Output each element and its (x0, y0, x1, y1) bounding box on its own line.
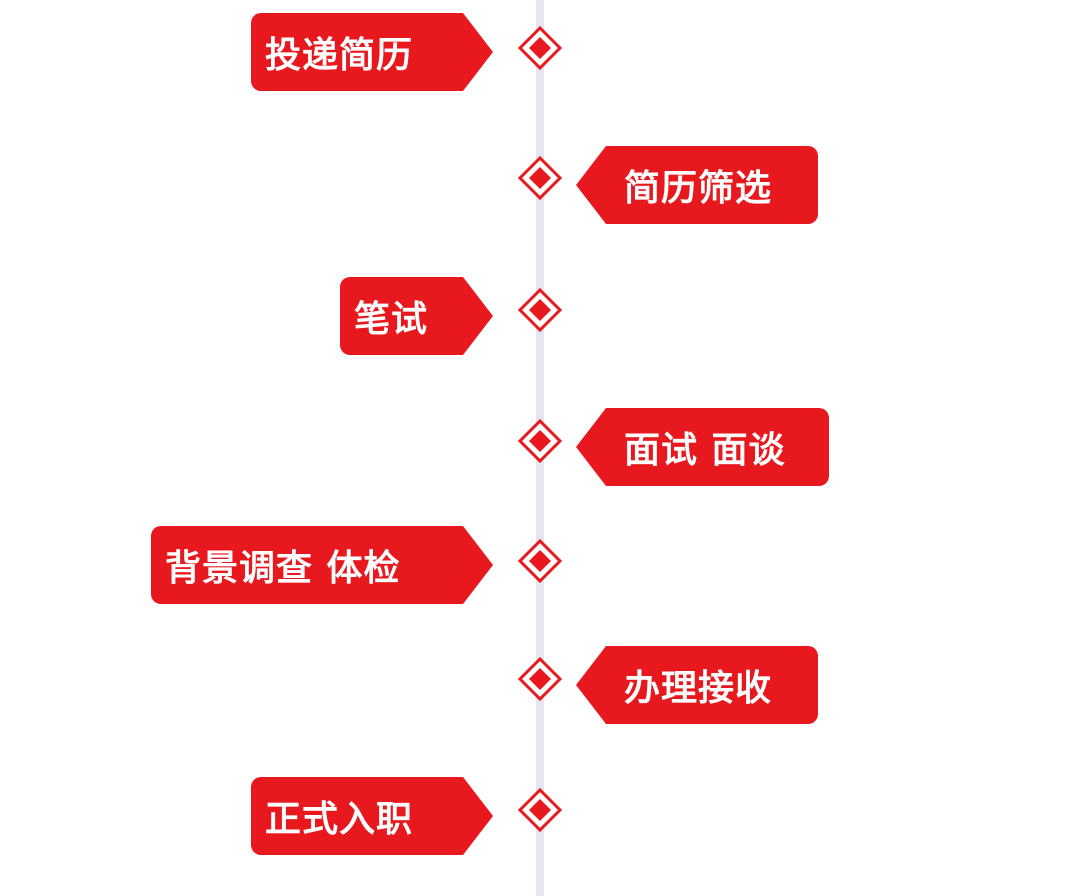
diamond-icon (518, 419, 562, 463)
step-label-6: 办理接收 (624, 668, 773, 709)
step-label-2: 简历筛选 (624, 168, 773, 209)
step-label-5: 背景调查 体检 (165, 548, 401, 589)
diamond-icon (518, 539, 562, 583)
diamond-icon (518, 288, 562, 332)
step-tag-3: 笔试 (340, 277, 493, 355)
step-tag-6: 办理接收 (576, 646, 818, 724)
step-tag-1: 投递简历 (251, 13, 493, 91)
step-tag-7: 正式入职 (251, 777, 493, 855)
diamond-icon (518, 26, 562, 70)
diamond-icon (518, 657, 562, 701)
diamond-icon (518, 156, 562, 200)
step-tag-4: 面试 面谈 (576, 408, 829, 486)
step-label-1: 投递简历 (265, 35, 414, 76)
step-label-3: 笔试 (354, 299, 429, 340)
step-label-4: 面试 面谈 (624, 430, 786, 471)
diamond-icon (518, 788, 562, 832)
step-tag-5: 背景调查 体检 (151, 526, 493, 604)
step-tag-2: 简历筛选 (576, 146, 818, 224)
step-label-7: 正式入职 (265, 799, 414, 840)
